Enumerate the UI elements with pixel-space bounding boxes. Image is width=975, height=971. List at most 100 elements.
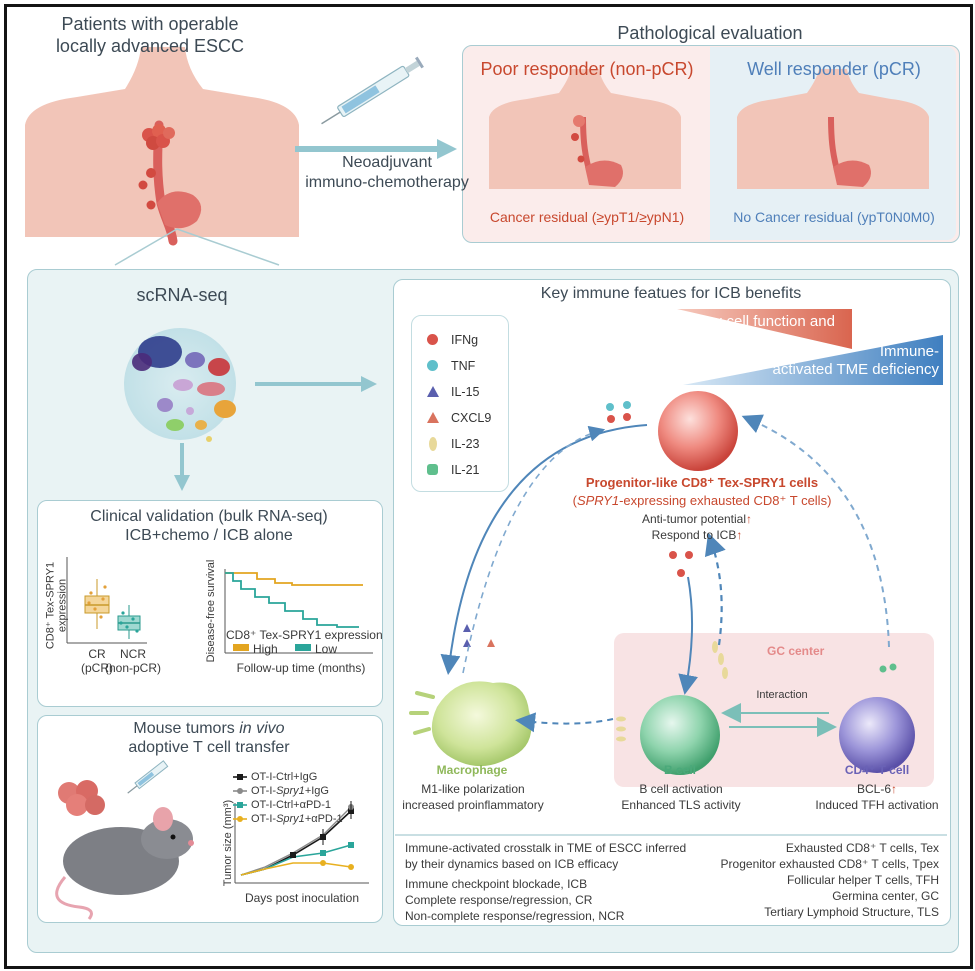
il15-triangle-icon (427, 386, 439, 397)
tpex-wedge-l1: Tpex cell function and (689, 313, 835, 330)
box-cat-cr-l1: CR (88, 647, 106, 661)
note-left-2: by their dynamics based on ICB efficacy (405, 857, 619, 871)
cd4-desc-l1: BCL-6↑ (856, 782, 897, 796)
macrophage-desc-l2: increased proinflammatory (402, 798, 544, 812)
mouse-tumor-curve (233, 774, 369, 884)
treatment-line2: immuno-chemotherapy (305, 174, 469, 191)
macrophage-title: Macrophage (436, 763, 508, 777)
cxcl9-triangle-icon (427, 412, 439, 423)
key-features-title: Key immune featues for ICB benefits (540, 285, 802, 302)
bcell-desc: B cell activation Enhanced TLS activity (603, 781, 759, 813)
il21-dot-icon (427, 464, 438, 475)
well-responder-torso (737, 69, 929, 189)
mouse-title: Mouse tumors in vivo adoptive T cell tra… (37, 719, 381, 757)
km-legend-low: Low (315, 642, 338, 656)
clinical-title: Clinical validation (bulk RNA-seq) ICB+c… (37, 507, 381, 545)
patients-title-line2: locally advanced ESCC (55, 36, 245, 56)
tme-deficiency-wedge (683, 335, 943, 385)
note-right-4: Germina center, GC (832, 889, 939, 903)
note-right-3: Follicular helper T cells, TFH (786, 873, 939, 887)
mouse-illustration (55, 760, 194, 920)
patient-torso-illustration (25, 47, 299, 246)
legend-cxcl9: CXCL9 (427, 411, 491, 425)
mouse-legend: OT-I-Ctrl+IgG OT-I-Spry1+IgG OT-I-Ctrl+α… (251, 770, 343, 826)
bcell-desc-l1: B cell activation (639, 782, 723, 796)
figure-frame: Patients with operable locally advanced … (4, 4, 973, 969)
note-right-2: Progenitor exhausted CD8⁺ T cells, Tpex (720, 857, 939, 871)
box-cat-ncr-l1: NCR (120, 647, 146, 661)
mouse-legend-4: OT-I-Spry1+αPD-1 (251, 813, 343, 825)
tpex-cell (658, 391, 738, 471)
legend-il23: IL-23 (427, 437, 480, 451)
interaction-label: Interaction (756, 689, 808, 701)
tnf-dot-icon (427, 360, 438, 371)
mouse-ylabel: Tumor size (mm³) (222, 799, 234, 887)
km-survival-plot (224, 569, 373, 654)
treatment-label: Neoadjuvant immuno-chemotherapy (297, 153, 477, 193)
poor-responder-title: Poor responder (non-pCR) (480, 59, 694, 79)
mouse-legend-1: OT-I-Ctrl+IgG (251, 771, 318, 783)
tme-wedge-label: Immune- activated TME deficiency (747, 343, 939, 379)
scrna-title: scRNA-seq (136, 285, 228, 305)
well-responder-title: Well responder (pCR) (747, 59, 921, 79)
note-left-5: Non-complete response/regression, NCR (405, 909, 625, 923)
syringe-icon (321, 56, 424, 125)
mouse-legend-2: OT-I-Spry1+IgG (251, 785, 329, 797)
tpex-title: Progenitor-like CD8⁺ Tex-SPRY1 cells (585, 475, 819, 490)
box-cat-ncr: NCR (non-pCR) (103, 647, 163, 675)
il23-oval-icon (429, 437, 437, 451)
mouse-title-b: in vivo (239, 720, 285, 737)
km-legend-title: CD8⁺ Tex-SPRY1 expression (226, 628, 383, 642)
notes-left: Immune-activated crosstalk in TME of ESC… (405, 840, 686, 924)
cd4-desc-l2: Induced TFH activation (815, 798, 939, 812)
box-cat-ncr-l2: (non-pCR) (104, 661, 161, 675)
cd4-desc: BCL-6↑ Induced TFH activation (807, 781, 947, 813)
tpex-line1: Anti-tumor potential↑ (641, 512, 753, 526)
tme-wedge-l1: Immune- (879, 343, 939, 360)
note-left-1: Immune-activated crosstalk in TME of ESC… (405, 841, 687, 855)
treatment-line1: Neoadjuvant (342, 154, 432, 171)
cd4-t-cell (839, 697, 915, 773)
tpex-wedge-label: Tpex cell function and ICB efficacy (689, 313, 835, 349)
legend-il21: IL-21 (427, 463, 480, 477)
note-right-5: Tertiary Lymphoid Structure, TLS (764, 905, 939, 919)
macrophage-desc: M1-like polarization increased proinflam… (391, 781, 555, 813)
box-cat-cr: CR (pCR) (69, 647, 125, 675)
tpex-line2: Respond to ICB↑ (651, 528, 743, 542)
tpex-wedge-l2: ICB efficacy (689, 331, 769, 348)
clinical-title-line1: Clinical validation (bulk RNA-seq) (90, 508, 328, 525)
box-ylabel: CD8⁺ Tex-SPRY1 expression (44, 561, 69, 650)
bcell-title: B cell (663, 763, 696, 777)
legend-il15: IL-15 (427, 385, 480, 399)
poor-responder-torso (489, 69, 681, 189)
tpex-function-wedge (677, 309, 852, 349)
note-right-1: Exhausted CD8⁺ T cells, Tex (785, 841, 939, 855)
mouse-xlabel: Days post inoculation (244, 891, 360, 905)
cytokine-legend (411, 315, 509, 492)
tpex-subtitle: (SPRY1-expressing exhausted CD8⁺ T cells… (572, 493, 832, 508)
pathology-title: Pathological evaluation (617, 23, 803, 43)
tme-wedge-l2: activated TME deficiency (772, 361, 939, 378)
ifng-dot-icon (427, 334, 438, 345)
patients-title-line1: Patients with operable (61, 14, 239, 34)
note-left-4: Complete response/regression, CR (405, 893, 593, 907)
mouse-title-a: Mouse tumors (133, 720, 240, 737)
b-cell (640, 695, 720, 775)
macrophage-cell (409, 681, 532, 767)
macrophage-desc-l1: M1-like polarization (421, 782, 525, 796)
km-xlabel: Follow-up time (months) (236, 661, 366, 675)
diagram-graphics (25, 47, 947, 920)
patients-title: Patients with operable locally advanced … (25, 13, 275, 57)
notes-right: Exhausted CD8⁺ T cells, Tex Progenitor e… (667, 840, 939, 920)
box-cat-cr-l2: (pCR) (81, 661, 113, 675)
clinical-title-line2: ICB+chemo / ICB alone (125, 527, 293, 544)
legend-tnf: TNF (427, 359, 475, 373)
cd4-title: CD4⁺ T cell (844, 763, 910, 777)
mouse-title-line1: Mouse tumors in vivo (37, 719, 381, 738)
bcell-desc-l2: Enhanced TLS activity (621, 798, 741, 812)
note-left-3: Immune checkpoint blockade, ICB (405, 877, 588, 891)
mouse-title-line2: adoptive T cell transfer (128, 739, 290, 756)
legend-ifng: IFNg (427, 333, 478, 347)
well-caption: No Cancer residual (ypT0N0M0) (733, 209, 935, 225)
km-legend-high: High (253, 642, 278, 656)
